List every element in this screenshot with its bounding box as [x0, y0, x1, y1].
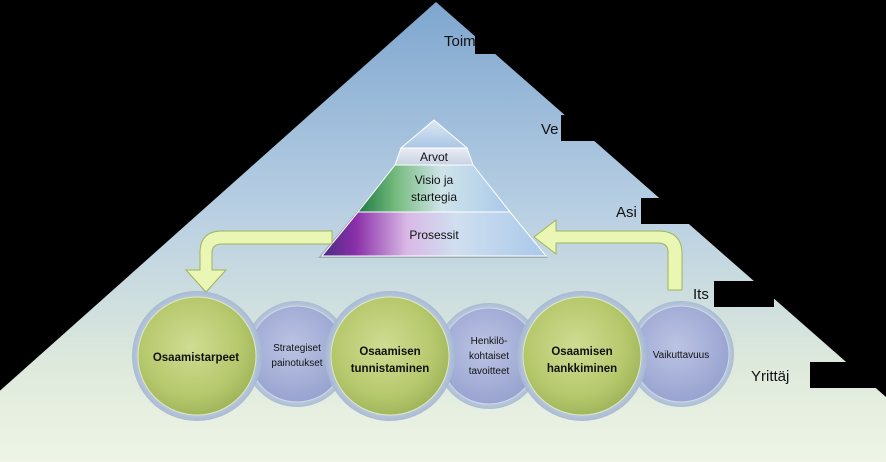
henkilo-label-line3: tavoitteet: [469, 366, 510, 377]
big-label-5: Yrittäj: [751, 368, 789, 385]
circle-tunnistaminen: [330, 296, 450, 416]
big-label-1: Toim: [444, 33, 476, 50]
vaikuttavuus-label: Vaikuttavuus: [653, 350, 710, 361]
small-pyramid: Arvot Visio ja startegia Prosessit: [318, 119, 548, 258]
hankkiminen-label-line1: Osaamisen: [551, 346, 612, 358]
mask-2: [561, 115, 621, 141]
mask-3: [641, 198, 701, 224]
circle-osaamistarpeet: [137, 296, 257, 416]
tunnistaminen-label-line1: Osaamisen: [359, 346, 420, 358]
mask-5: [810, 362, 886, 388]
osaamistarpeet-label: Osaamistarpeet: [153, 352, 239, 364]
left-arrow-icon: [184, 230, 333, 294]
arvot-label: Arvot: [420, 150, 449, 164]
circle-hankkiminen: [522, 296, 642, 416]
mask-1: [475, 28, 535, 54]
visio-label-line1: Visio ja: [415, 173, 454, 187]
prosessit-label: Prosessit: [409, 228, 459, 242]
mask-4: [714, 281, 774, 307]
prosessit-band: [320, 211, 548, 257]
henkilo-label-line1: Henkilö-: [471, 336, 508, 347]
strategiset-label-line1: Strategiset: [273, 343, 321, 354]
strategiset-label-line2: painotukset: [271, 358, 322, 369]
henkilo-label-line2: kohtaiset: [469, 351, 509, 362]
circles-row: Osaamistarpeet Strategiset painotukset O…: [132, 291, 734, 421]
big-label-2: Ve: [541, 121, 559, 138]
hankkiminen-label-line2: hankkiminen: [547, 363, 617, 375]
big-label-3: Asi: [616, 204, 637, 221]
right-arrow-icon: [533, 218, 683, 291]
big-label-4: Its: [693, 286, 709, 303]
tunnistaminen-label-line2: tunnistaminen: [351, 363, 430, 375]
visio-label-line2: startegia: [411, 190, 457, 204]
